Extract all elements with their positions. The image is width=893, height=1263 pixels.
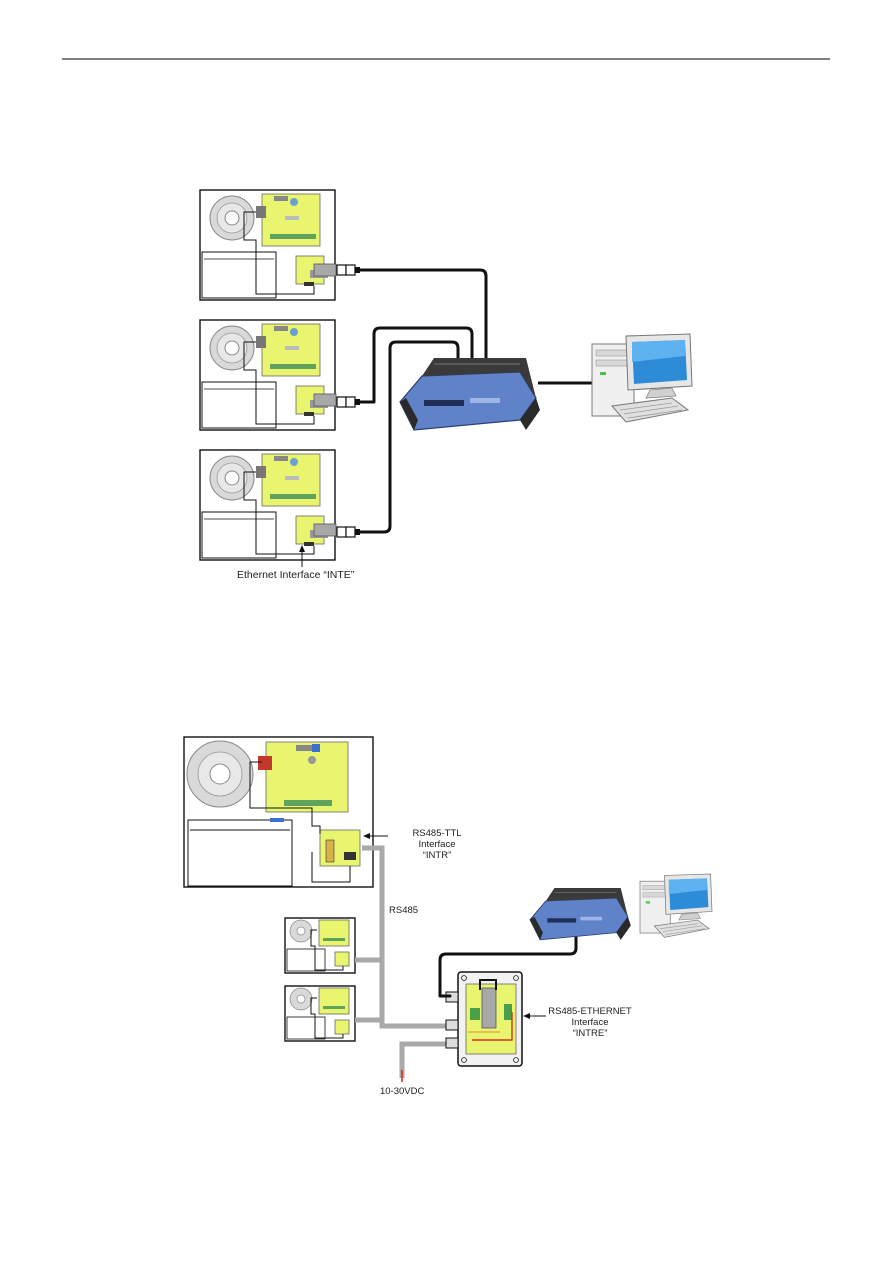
intre-enclosure xyxy=(445,971,523,1067)
computer xyxy=(591,333,693,423)
intre-label-line-3: “INTRE” xyxy=(573,1028,608,1039)
psu-unit-1 xyxy=(199,189,336,301)
intre-label-line-2: Interface xyxy=(572,1017,609,1028)
ethernet-module-3 xyxy=(313,523,337,537)
rs485-label: RS485 xyxy=(389,905,418,916)
power-cable xyxy=(399,1041,456,1078)
psu-unit-large xyxy=(183,736,374,888)
intre-label-line-1: RS485-ETHERNET xyxy=(548,1006,632,1017)
intr-label-line-2: Interface xyxy=(419,839,456,850)
intr-label-line-3: “INTR” xyxy=(423,850,452,861)
inte-arrow-head xyxy=(299,545,305,552)
rs485-cable-main xyxy=(362,845,456,1029)
rj45-connector-3 xyxy=(336,526,361,538)
bottom-diagram: RS485-TTL Interface “INTR” RS485 RS485-E… xyxy=(183,736,713,1097)
ethernet-cable-3 xyxy=(358,340,460,534)
ethernet-cable-1 xyxy=(358,268,488,368)
psu-unit-small-2 xyxy=(284,985,356,1042)
intre-arrow-head xyxy=(523,1013,530,1019)
top-diagram: Ethernet Interface “INTE” xyxy=(199,189,693,581)
intr-arrow-head xyxy=(363,833,370,839)
psu-unit-3 xyxy=(199,449,336,561)
intre-internal-cable xyxy=(479,979,497,990)
intre-ethernet-cable xyxy=(438,928,578,998)
power-label: 10-30VDC xyxy=(380,1086,424,1097)
router xyxy=(399,357,541,431)
inte-label: Ethernet Interface “INTE” xyxy=(237,569,355,581)
ethernet-cable-2 xyxy=(358,326,474,404)
ethernet-module-1 xyxy=(313,263,337,277)
psu-unit-small-1 xyxy=(284,917,356,974)
computer-bottom xyxy=(639,873,713,938)
router-bottom xyxy=(529,887,632,941)
psu-unit-2 xyxy=(199,319,336,431)
rj45-connector-1 xyxy=(336,264,361,276)
ethernet-module-2 xyxy=(313,393,337,407)
rj45-connector-2 xyxy=(336,396,361,408)
intr-label-line-1: RS485-TTL xyxy=(412,828,461,839)
